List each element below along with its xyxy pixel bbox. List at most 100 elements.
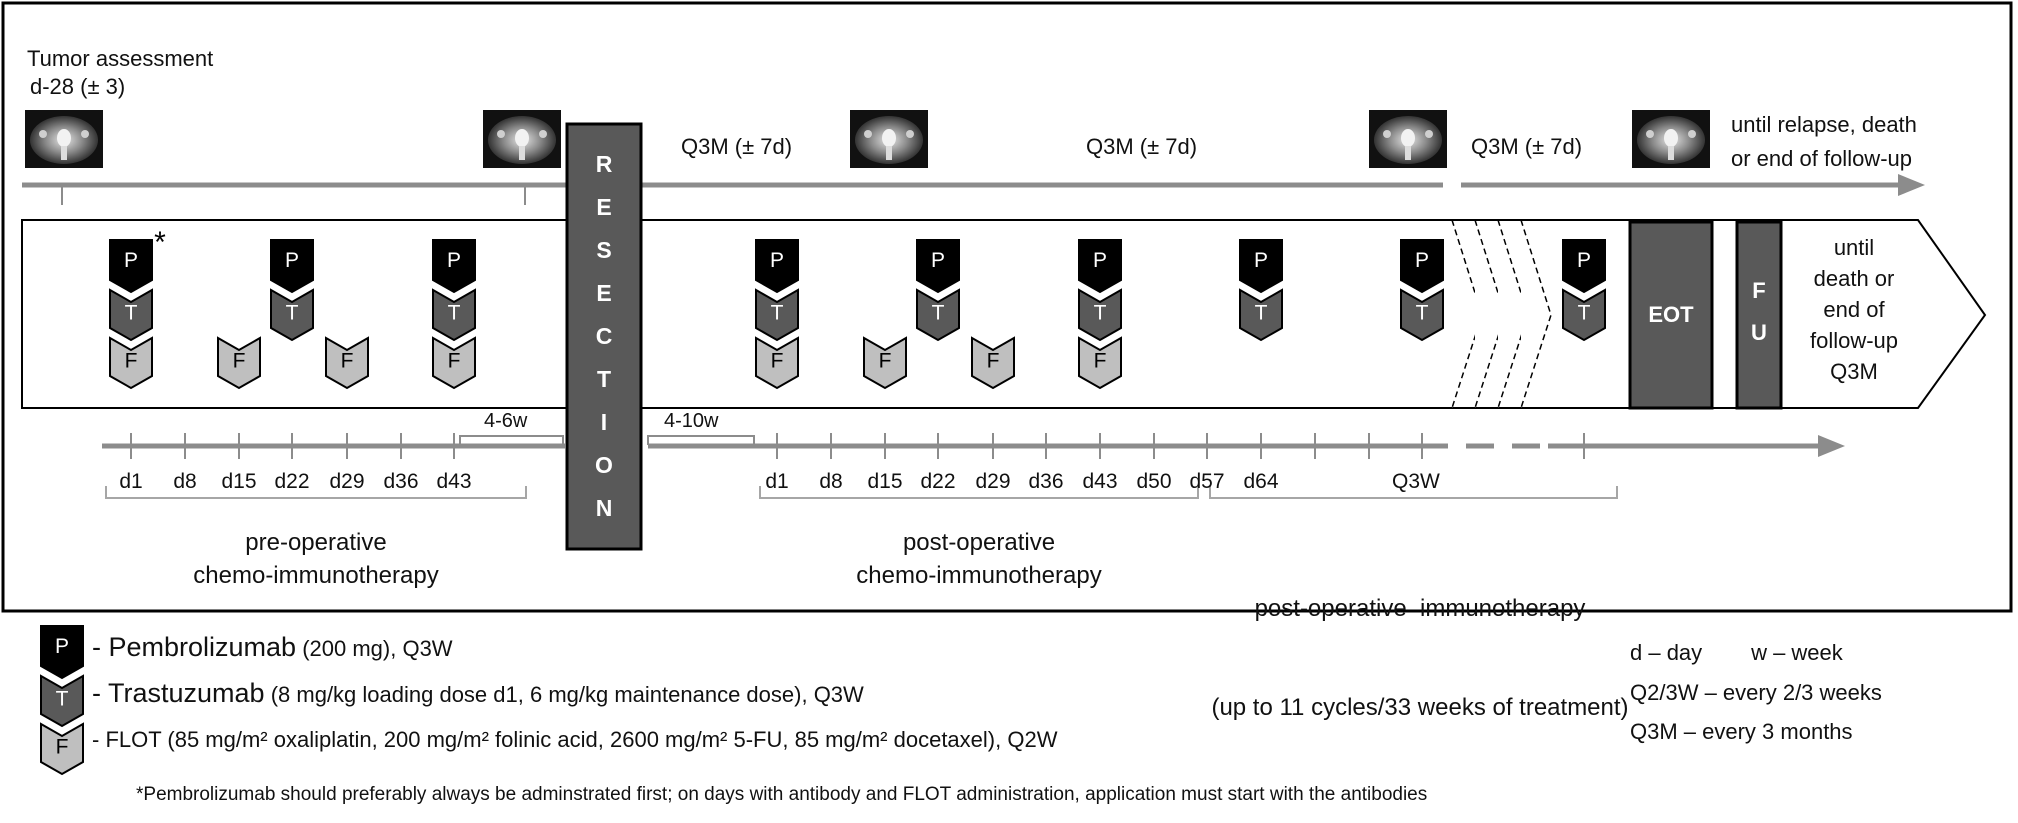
pre-day-label: d29 <box>329 470 365 493</box>
svg-text:T: T <box>932 302 945 325</box>
end-box-text: until death or end of follow-up Q3M <box>1790 232 1918 387</box>
phase-brackets <box>105 486 1618 499</box>
pembrolizumab-icon: P <box>1078 239 1122 294</box>
ct-scan-icon <box>483 110 561 168</box>
end-box-line-4: follow-up <box>1809 328 1899 353</box>
abbrev-line-1: d – day w – week <box>1630 640 1843 665</box>
end-box-line-1: until <box>1833 235 1875 260</box>
ct-scan-icon <box>25 110 103 168</box>
pre-day-label: d22 <box>274 470 310 493</box>
pre-day-label: d36 <box>383 470 419 493</box>
ct-scan-images <box>25 110 1710 168</box>
svg-text:F: F <box>341 350 354 373</box>
fu-letter: U <box>1751 320 1767 345</box>
svg-text:T: T <box>56 688 69 711</box>
pembrolizumab-icon: P <box>432 239 476 294</box>
trastuzumab-icon: T <box>1562 288 1606 342</box>
pembrolizumab-icon: P <box>270 239 314 294</box>
interval-label-2: Q3M (± 7d) <box>1086 134 1198 159</box>
flot-icon: F <box>325 336 369 390</box>
phase-immuno-line-1: post-operative immunotherapy <box>1254 595 1586 622</box>
trastuzumab-icon: T <box>1239 288 1283 342</box>
legend-pembrolizumab: - Pembrolizumab (200 mg), Q3W <box>92 632 453 663</box>
treatment-box <box>21 219 1987 409</box>
legend-dash-t: - <box>92 678 109 708</box>
svg-text:F: F <box>771 350 784 373</box>
trastuzumab-icon: T <box>1078 288 1122 342</box>
timeline-break <box>1451 219 1552 409</box>
post-day-label: d36 <box>1028 470 1064 493</box>
pre-day-label: d15 <box>221 470 257 493</box>
svg-text:T: T <box>1416 302 1429 325</box>
svg-text:F: F <box>1094 350 1107 373</box>
flot-icon: F <box>40 722 84 776</box>
phase-post-line-1: post-operative <box>902 529 1056 556</box>
svg-text:F: F <box>879 350 892 373</box>
svg-text:P: P <box>124 249 138 272</box>
svg-text:P: P <box>447 249 461 272</box>
legend-icons: FTP <box>40 625 84 776</box>
legend-dash-p: - <box>92 632 109 662</box>
pre-day-label: d1 <box>119 470 143 493</box>
resection-letter: N <box>596 495 613 521</box>
legend-p-detail: (200 mg), Q3W <box>302 636 453 661</box>
phase-pre-line-1: pre-operative <box>245 529 387 556</box>
svg-text:P: P <box>285 249 299 272</box>
end-box-line-5: Q3M <box>1830 359 1878 384</box>
eot-label: EOT <box>1648 302 1694 327</box>
pre-day-label: d43 <box>436 470 472 493</box>
flot-icon: F <box>755 336 799 390</box>
fu-letter: F <box>1752 278 1765 303</box>
post-day-label: d57 <box>1189 470 1225 493</box>
flot-icon: F <box>432 336 476 390</box>
post-day-label: d15 <box>867 470 903 493</box>
gap-post-label: 4-10w <box>664 410 719 432</box>
post-day-label: d50 <box>1136 470 1172 493</box>
flot-icon: F <box>109 336 153 390</box>
flot-icon: F <box>1078 336 1122 390</box>
post-day-label: d64 <box>1243 470 1279 493</box>
resection-letter: S <box>596 237 611 263</box>
end-box-line-2: death or <box>1813 266 1895 291</box>
pembrolizumab-icon: P <box>916 239 960 294</box>
svg-text:F: F <box>233 350 246 373</box>
pembrolizumab-icon: P <box>1400 239 1444 294</box>
legend-t-detail: (8 mg/kg loading dose d1, 6 mg/kg mainte… <box>270 682 864 707</box>
trastuzumab-icon: T <box>916 288 960 342</box>
trastuzumab-icon: T <box>755 288 799 342</box>
eot-box <box>1628 220 1714 410</box>
phase-pre: pre-operative chemo-immunotherapy <box>96 526 536 592</box>
assessment-timeline <box>22 174 1925 205</box>
resection-letter: O <box>595 452 613 478</box>
svg-text:T: T <box>1578 302 1591 325</box>
fu-box <box>1735 220 1783 410</box>
interval-label-3: Q3M (± 7d) <box>1471 134 1583 159</box>
svg-text:P: P <box>1093 249 1107 272</box>
end-box-line-3: end of <box>1823 297 1885 322</box>
post-day-label: d29 <box>975 470 1011 493</box>
trastuzumab-icon: T <box>1400 288 1444 342</box>
trastuzumab-icon: T <box>270 288 314 342</box>
svg-text:P: P <box>931 249 945 272</box>
resection-letter: R <box>596 151 613 177</box>
svg-text:T: T <box>1255 302 1268 325</box>
post-day-label: d8 <box>819 470 843 493</box>
post-day-label: d1 <box>765 470 789 493</box>
svg-text:P: P <box>1415 249 1429 272</box>
asterisk: * <box>154 226 166 259</box>
svg-text:T: T <box>1094 302 1107 325</box>
fu-letters: FU <box>1751 278 1767 345</box>
svg-text:P: P <box>1577 249 1591 272</box>
abbrev-line-2: Q2/3W – every 2/3 weeks <box>1630 680 1882 705</box>
legend-trastuzumab: - Trastuzumab (8 mg/kg loading dose d1, … <box>92 678 864 709</box>
ct-scan-icon <box>1369 110 1447 168</box>
pembrolizumab-icon: P <box>40 625 84 680</box>
post-day-label: d22 <box>920 470 956 493</box>
trastuzumab-icon: T <box>432 288 476 342</box>
flot-icon: F <box>217 336 261 390</box>
end-note-line-2: or end of follow-up <box>1731 146 1912 171</box>
pre-day-label: d8 <box>173 470 197 493</box>
svg-text:F: F <box>987 350 1000 373</box>
